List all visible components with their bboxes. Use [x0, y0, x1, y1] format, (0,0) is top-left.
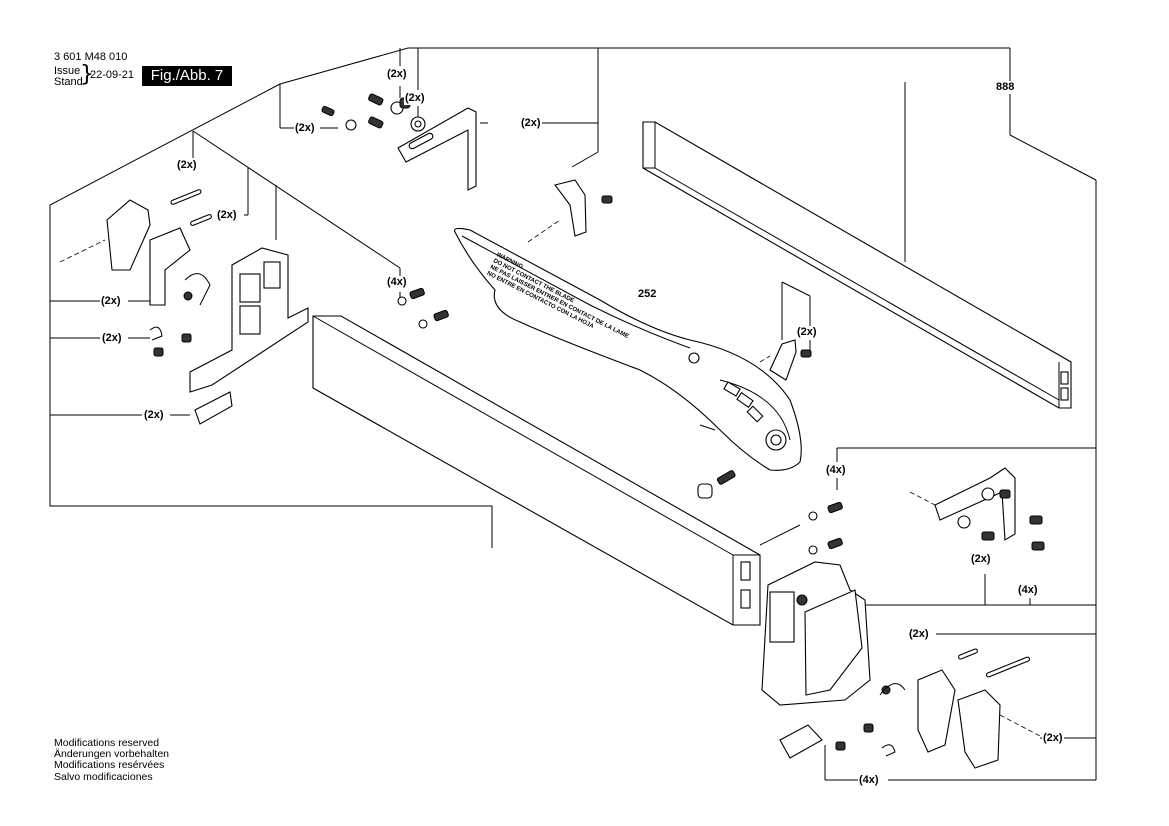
hook-parts	[527, 179, 812, 381]
qty-label: (2x)	[294, 122, 316, 135]
note-line-es: Salvo modificaciones	[54, 770, 153, 783]
qty-label: (2x)	[404, 92, 426, 105]
qty-label: (2x)	[216, 209, 238, 222]
qty-label: (4x)	[1017, 584, 1039, 597]
brace-symbol: }	[80, 62, 94, 87]
right-end-assembly	[761, 467, 1045, 769]
note-line-en: Modifications reserved	[54, 737, 160, 749]
fence-handle-part	[454, 227, 802, 471]
qty-label: (4x)	[386, 276, 408, 289]
left-end-assembly	[59, 189, 309, 425]
fence-screws	[397, 287, 843, 555]
leader-lines	[49, 47, 1097, 781]
fence-rail-upper	[642, 121, 1072, 409]
document-number: 3 601 M48 010	[54, 51, 128, 63]
modifications-note: Modifications reserved Änderungen vorbeh…	[54, 737, 170, 783]
issue-date: 22-09-21	[90, 69, 135, 81]
fence-box-lower	[312, 315, 761, 626]
qty-label: (2x)	[1042, 732, 1064, 745]
qty-label: (2x)	[176, 159, 198, 172]
stand-label: Stand	[54, 76, 83, 88]
qty-label: (2x)	[970, 553, 992, 566]
qty-label: (2x)	[908, 628, 930, 641]
qty-label: (4x)	[858, 774, 880, 787]
qty-label: (2x)	[100, 295, 122, 308]
top-bracket-part	[321, 93, 477, 191]
note-line-fr: Modifications resérvées	[54, 759, 165, 772]
note-line-de: Änderungen vorbehalten	[54, 748, 170, 761]
part-number-888: 888	[995, 81, 1016, 94]
part-number-252: 252	[637, 288, 658, 301]
issue-label: Issue	[54, 65, 81, 77]
qty-label: (2x)	[386, 68, 408, 81]
qty-label: (2x)	[520, 117, 542, 130]
figure-label: Fig./Abb. 7	[142, 66, 232, 86]
qty-label: (4x)	[825, 464, 847, 477]
qty-label: (2x)	[143, 409, 165, 422]
qty-label: (2x)	[101, 332, 123, 345]
qty-label: (2x)	[796, 326, 818, 339]
